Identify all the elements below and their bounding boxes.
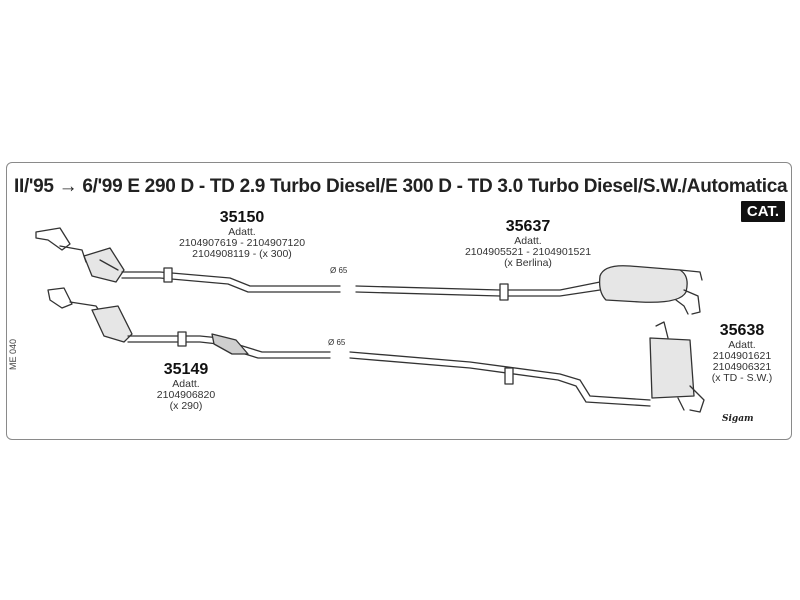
part-number: 35638 xyxy=(719,322,765,339)
cat-badge: CAT. xyxy=(741,201,785,222)
part-35638-drawing xyxy=(349,321,705,413)
callout-line: 2104906321 xyxy=(712,361,772,373)
callout-line: Adatt. xyxy=(228,226,256,238)
callout-line: 2104901621 xyxy=(712,350,772,362)
part-35150-drawing xyxy=(35,227,341,293)
callout-35149: 35149 Adatt. 2104906820 (x 290) xyxy=(126,361,246,412)
callout-35638: 35638 Adatt. 2104901621 2104906321 (x TD… xyxy=(700,322,784,384)
callout-line: (x TD - S.W.) xyxy=(711,372,773,384)
callout-line: 2104907619 - 2104907120 xyxy=(178,237,306,249)
brand-logo: Sigam xyxy=(722,414,754,424)
callout-35150: 35150 Adatt. 2104907619 - 2104907120 210… xyxy=(162,209,322,260)
part-35637-drawing xyxy=(355,265,703,315)
callout-line: (x Berlina) xyxy=(504,257,552,269)
part-number: 35149 xyxy=(163,361,209,378)
callout-line: Adatt. xyxy=(728,339,756,351)
callout-line: 2104908119 - (x 300) xyxy=(192,248,292,260)
callout-35637: 35637 Adatt. 2104905521 - 2104901521 (x … xyxy=(448,218,608,269)
part-number: 35637 xyxy=(505,218,551,235)
diameter-label: Ø 65 xyxy=(330,266,348,275)
diameter-label: Ø 65 xyxy=(328,338,346,347)
callout-line: 2104905521 - 2104901521 xyxy=(464,246,592,258)
callout-line: (x 290) xyxy=(169,400,203,412)
callout-line: Adatt. xyxy=(514,235,542,247)
callout-line: Adatt. xyxy=(172,378,200,390)
diagram-title: II/'95 → 6/'99 E 290 D - TD 2.9 Turbo Di… xyxy=(14,176,788,197)
part-35149-drawing xyxy=(47,287,331,359)
part-number: 35150 xyxy=(219,209,265,226)
callout-line: 2104906820 xyxy=(156,389,216,401)
